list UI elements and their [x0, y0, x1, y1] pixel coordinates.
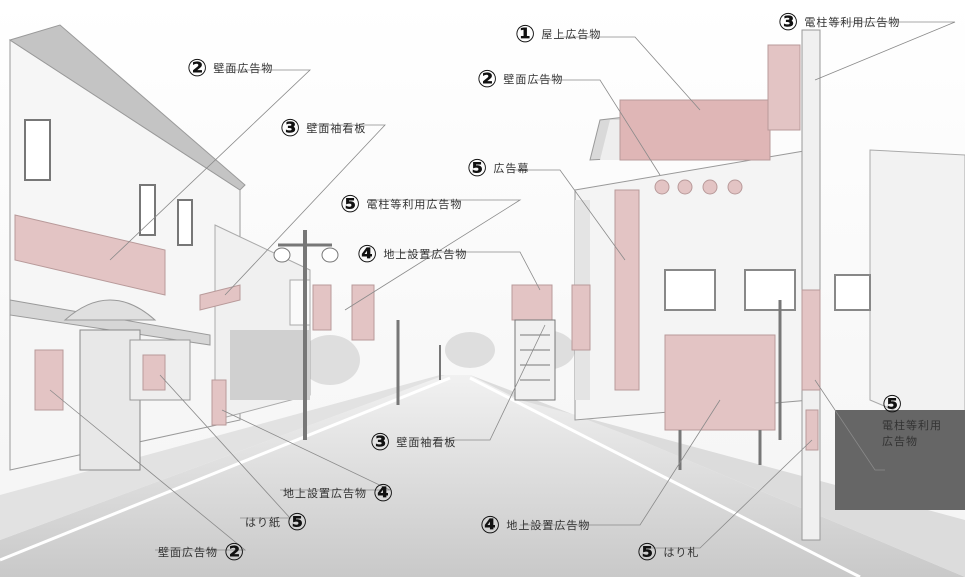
sign-wall-window [142, 354, 166, 391]
callout-rooftop: ① 屋上広告物 [515, 22, 601, 46]
sign-banner [614, 189, 640, 391]
left-distant-houses [214, 224, 311, 421]
sign-pole-lamp [312, 284, 332, 331]
callout-label: 電柱等利用広告物 [366, 198, 463, 211]
callout-number: ③ [778, 8, 799, 36]
callout-label: 壁面袖看板 [306, 122, 367, 135]
ground-sign-frame [514, 319, 762, 470]
callout-pole-mid: ⑤ 電柱等利用広告物 [340, 192, 462, 216]
sign-wall-right [571, 284, 591, 351]
callout-number: ② [477, 65, 498, 93]
callout-pole-right: ⑤ 電柱等利用広告物 [882, 392, 952, 450]
callout-number: ① [515, 20, 536, 48]
callout-label: 屋上広告物 [541, 28, 602, 41]
callout-wall-sign-bottom: ③ 壁面袖看板 [370, 430, 456, 454]
callout-flyer-left: ⑤ はり紙 [245, 510, 307, 534]
callout-ground-left: ④ 地上設置広告物 [283, 481, 393, 505]
callout-label: 地上設置広告物 [506, 519, 591, 532]
sign-rooftop [619, 99, 771, 161]
callout-label: 壁面広告物 [503, 73, 564, 86]
callout-flyer-right: ⑤ はり札 [637, 540, 699, 564]
callout-number: ⑤ [882, 390, 903, 418]
callout-label: 壁面広告物 [158, 546, 218, 559]
callout-number: ④ [357, 240, 378, 268]
callout-wall-top-right: ② 壁面広告物 [477, 67, 563, 91]
callout-wall-bottom: ② 壁面広告物 [158, 540, 244, 564]
sign-ground-post [211, 379, 227, 426]
callout-number: ② [224, 538, 245, 566]
sign-pole-right [801, 289, 821, 391]
sign-projecting-left [199, 284, 241, 311]
callout-number: ⑤ [287, 508, 308, 536]
callout-pole-top-right: ③ 電柱等利用広告物 [778, 10, 900, 34]
callout-number: ② [187, 54, 208, 82]
sign-pole-top [767, 44, 801, 131]
advertisement-signs [14, 44, 821, 451]
leader-lines [49, 21, 956, 551]
callout-label: 地上設置広告物 [383, 248, 468, 261]
callout-label: 地上設置広告物 [283, 487, 367, 500]
sign-wall-left-billboard [14, 214, 166, 296]
callout-label: 電柱等利用広告物 [882, 419, 942, 448]
callout-ground-right: ④ 地上設置広告物 [480, 513, 590, 537]
sign-ground-center [511, 284, 553, 321]
callout-label: はり紙 [245, 516, 281, 529]
callout-label: 壁面広告物 [213, 62, 274, 75]
callout-number: ③ [280, 114, 301, 142]
callout-label: はり札 [663, 546, 700, 559]
callout-wall-sign-top: ③ 壁面袖看板 [280, 116, 366, 140]
road [0, 375, 965, 577]
callout-number: ④ [480, 511, 501, 539]
sidewalk-left [0, 375, 445, 540]
callout-label: 広告幕 [493, 162, 530, 175]
sign-ground-right [664, 334, 776, 431]
callout-banner: ⑤ 広告幕 [467, 156, 529, 180]
sign-flyer-left [34, 349, 64, 411]
callout-number: ⑤ [637, 538, 658, 566]
callout-number: ⑤ [467, 154, 488, 182]
sign-flyer-right [805, 409, 819, 451]
callout-label: 壁面袖看板 [396, 436, 457, 449]
callout-ground-mid: ④ 地上設置広告物 [357, 242, 467, 266]
callout-wall-top-left: ② 壁面広告物 [187, 56, 273, 80]
sign-pole-mid [351, 284, 375, 341]
callout-number: ⑤ [340, 190, 361, 218]
callout-label: 電柱等利用広告物 [804, 16, 901, 29]
callout-number: ③ [370, 428, 391, 456]
callout-number: ④ [373, 479, 394, 507]
